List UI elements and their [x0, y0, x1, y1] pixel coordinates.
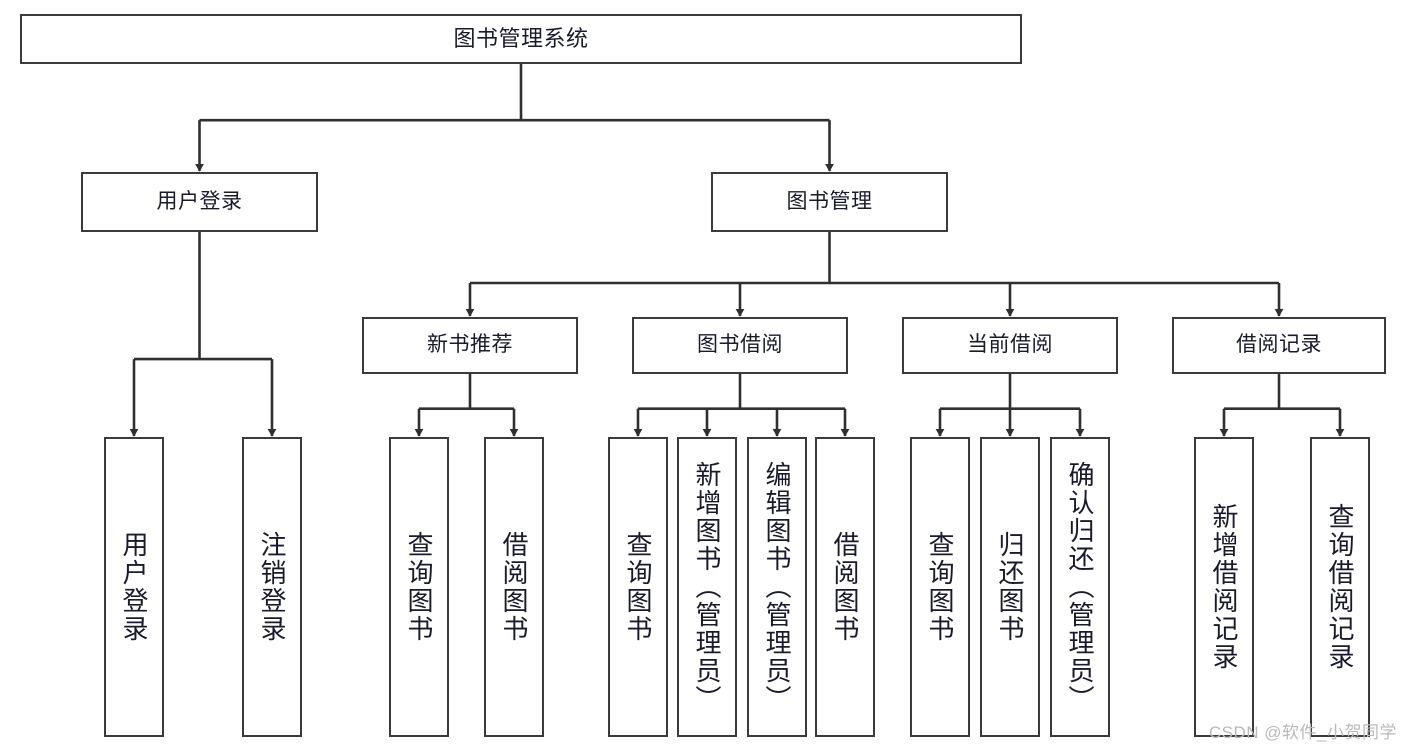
- node-leaf-add-book[interactable]: 新增图书（管理员）: [677, 437, 737, 737]
- node-root[interactable]: 图书管理系统: [20, 14, 1022, 64]
- node-label: 新增借阅记录: [1209, 503, 1239, 671]
- node-book-manage[interactable]: 图书管理: [711, 172, 948, 232]
- node-leaf-query-book-1[interactable]: 查询图书: [389, 437, 449, 737]
- node-leaf-query-book-2[interactable]: 查询图书: [608, 437, 668, 737]
- node-label: 借阅图书: [499, 531, 529, 643]
- node-label: 用户登录: [156, 189, 243, 213]
- node-leaf-borrow-book-1[interactable]: 借阅图书: [484, 437, 544, 737]
- node-leaf-add-record[interactable]: 新增借阅记录: [1194, 437, 1254, 737]
- node-label: 查询借阅记录: [1325, 503, 1355, 671]
- node-leaf-edit-book[interactable]: 编辑图书（管理员）: [747, 437, 807, 737]
- node-label: 当前借阅: [967, 333, 1053, 357]
- node-user-login[interactable]: 用户登录: [81, 172, 318, 232]
- csdn-watermark: CSDN @软件_小贺同学: [1208, 723, 1397, 742]
- node-leaf-confirm-return[interactable]: 确认归还（管理员）: [1050, 437, 1110, 737]
- node-label: 借阅图书: [830, 531, 860, 643]
- node-label: 图书管理系统: [453, 26, 589, 52]
- node-label: 编辑图书（管理员）: [762, 461, 792, 713]
- node-label: 查询图书: [623, 531, 653, 643]
- node-label: 用户登录: [119, 531, 149, 643]
- node-label: 新增图书（管理员）: [692, 461, 722, 713]
- node-leaf-query-record[interactable]: 查询借阅记录: [1310, 437, 1370, 737]
- node-leaf-borrow-book-2[interactable]: 借阅图书: [815, 437, 875, 737]
- node-label: 确认归还（管理员）: [1065, 461, 1095, 713]
- node-label: 查询图书: [404, 531, 434, 643]
- node-leaf-return-book[interactable]: 归还图书: [980, 437, 1040, 737]
- node-label: 图书管理: [786, 189, 873, 213]
- node-label: 查询图书: [925, 531, 955, 643]
- node-new-book-rec[interactable]: 新书推荐: [362, 317, 578, 374]
- node-label: 图书借阅: [697, 333, 783, 357]
- node-borrow-record[interactable]: 借阅记录: [1172, 317, 1386, 374]
- node-current-borrow[interactable]: 当前借阅: [902, 317, 1118, 374]
- node-leaf-user-login[interactable]: 用户登录: [104, 437, 164, 737]
- node-label: 注销登录: [257, 531, 287, 643]
- node-book-borrow[interactable]: 图书借阅: [632, 317, 848, 374]
- node-leaf-logout[interactable]: 注销登录: [242, 437, 302, 737]
- node-leaf-query-book-3[interactable]: 查询图书: [910, 437, 970, 737]
- node-label: 归还图书: [995, 531, 1025, 643]
- node-label: 借阅记录: [1236, 333, 1322, 357]
- node-label: 新书推荐: [427, 333, 513, 357]
